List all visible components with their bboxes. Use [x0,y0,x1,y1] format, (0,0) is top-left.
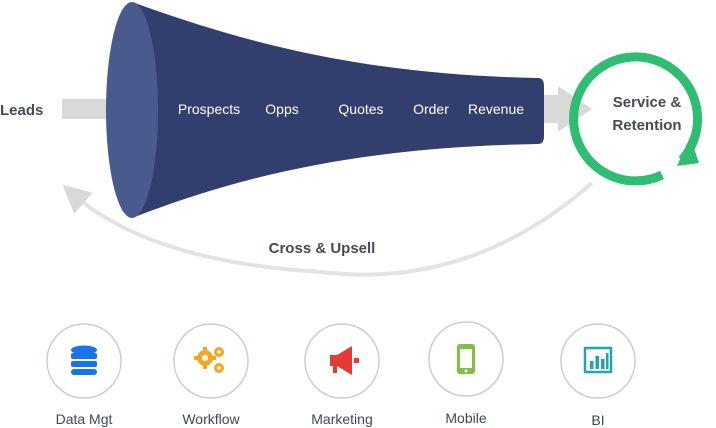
cross-upsell-label: Cross & Upsell [269,240,376,257]
service-arrow [544,86,592,132]
database-icon [71,345,97,375]
stage-label: Opps [265,101,298,117]
stage-label: Revenue [468,101,524,117]
tool-mobile: Mobile [428,321,504,426]
tool-label: Workflow [182,411,240,427]
tool-label: Marketing [311,411,372,427]
service-ring-arrowhead [677,137,699,166]
bar-chart-icon [583,346,613,374]
service-label-line2: Retention [612,117,681,134]
tool-data-mgt: Data Mgt [46,323,122,427]
stage-label: Prospects [178,101,240,117]
tool-bi: BI [560,323,636,428]
sales-funnel [132,2,544,218]
tool-label: Data Mgt [56,411,113,427]
megaphone-icon [330,346,359,375]
tool-workflow: Workflow [173,323,249,427]
tool-label: BI [591,412,604,428]
tool-marketing: Marketing [304,323,380,427]
service-label-line1: Service & [613,94,682,111]
leads-label: Leads [0,102,43,119]
gears-icon [194,347,224,373]
service-retention-ring [569,52,703,186]
funnel-mouth [106,2,158,218]
stage-label: Order [413,101,449,117]
mobile-phone-icon [457,344,475,374]
stage-label: Quotes [338,101,383,117]
cross-upsell-loop-arrow [62,181,594,277]
tool-label: Mobile [445,410,486,426]
